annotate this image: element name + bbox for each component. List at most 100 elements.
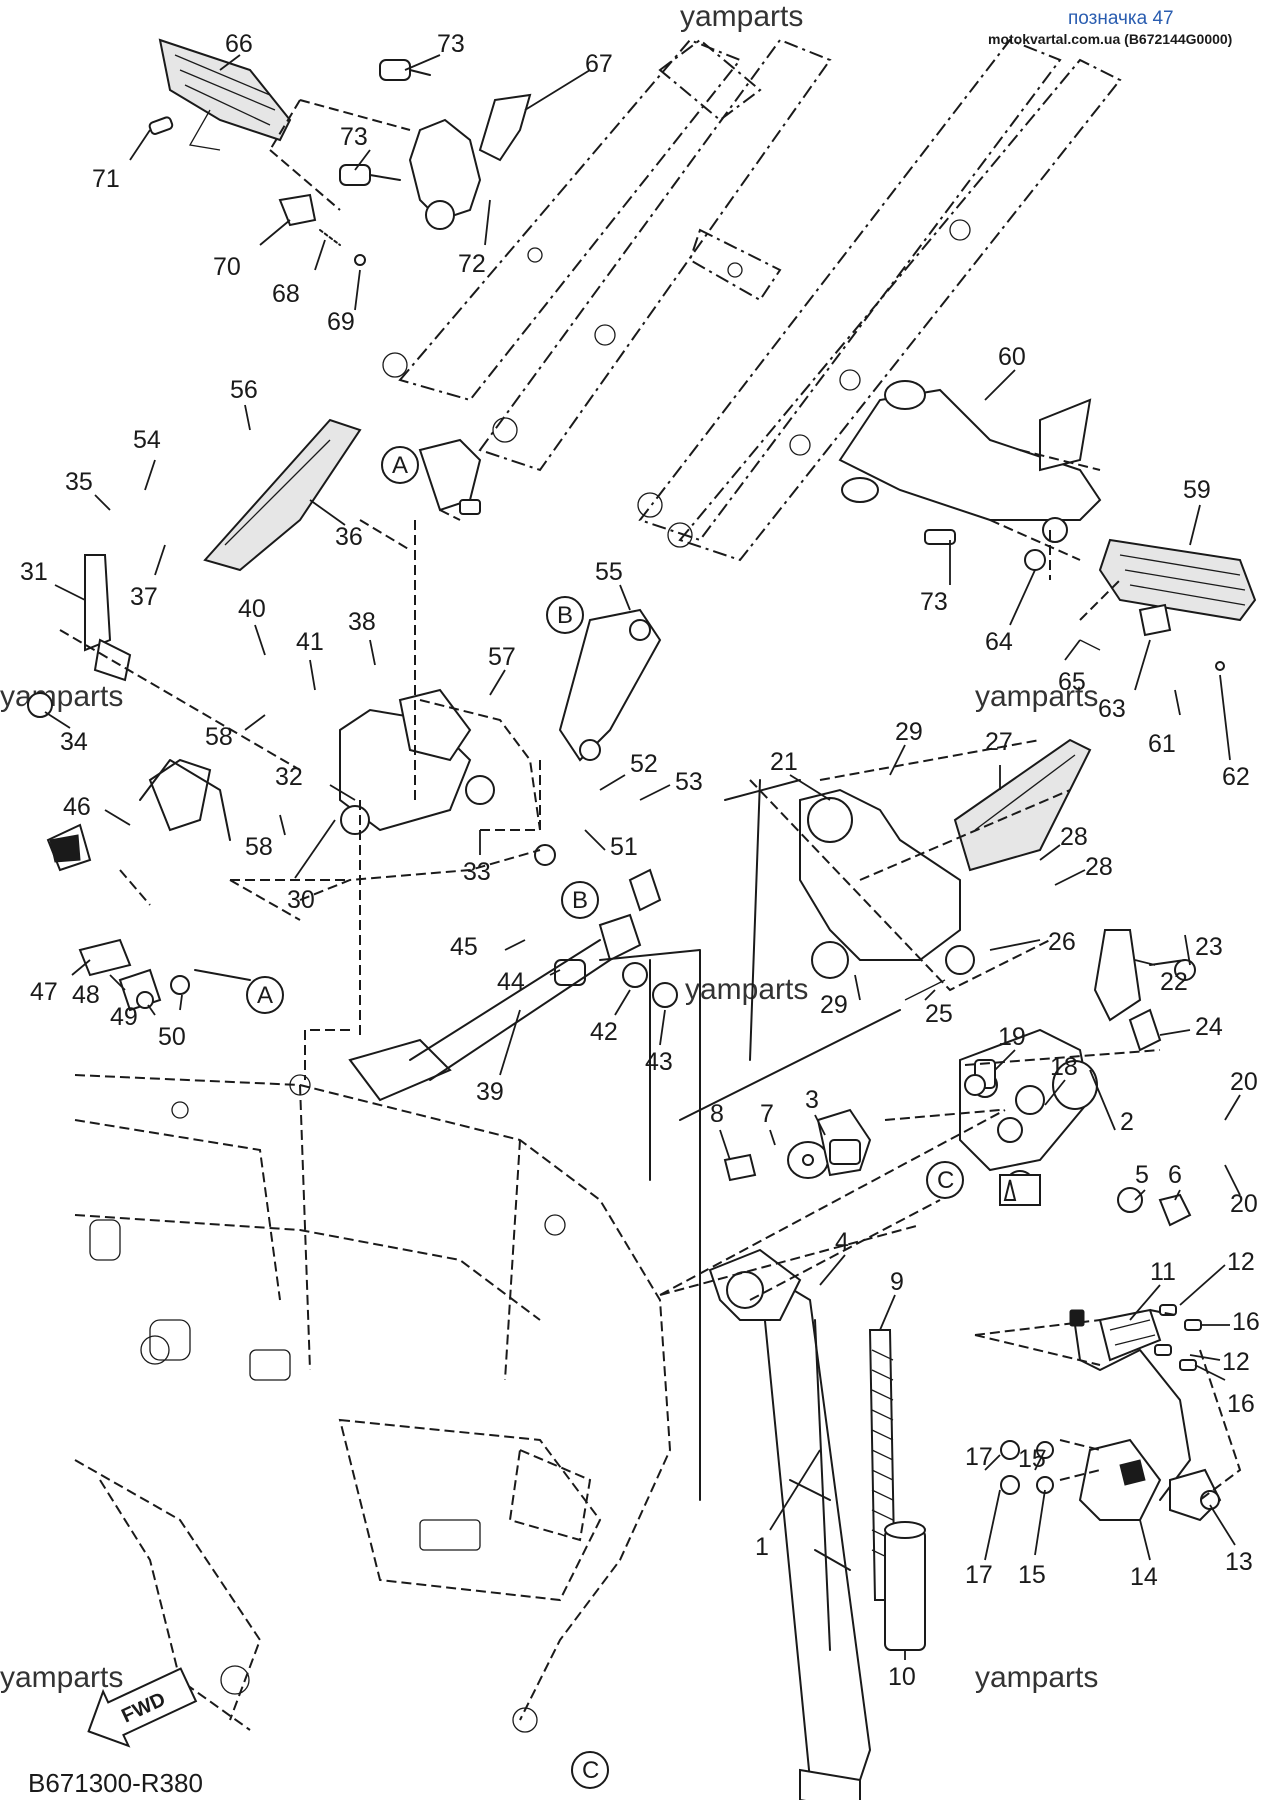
- callout-46: 46: [63, 793, 91, 821]
- ref-letter-c: C: [937, 1167, 954, 1194]
- callout-40: 40: [238, 595, 266, 623]
- watermark: yamparts: [680, 0, 803, 33]
- callout-31: 31: [20, 558, 48, 586]
- callout-7: 7: [760, 1100, 774, 1128]
- callout-22: 22: [1160, 968, 1188, 996]
- callout-44: 44: [497, 968, 525, 996]
- callout-62: 62: [1222, 763, 1250, 791]
- callout-66: 66: [225, 30, 253, 58]
- callout-35: 35: [65, 468, 93, 496]
- callout-32: 32: [275, 763, 303, 791]
- callout-53: 53: [675, 768, 703, 796]
- callout-34: 34: [60, 728, 88, 756]
- callout-37: 37: [130, 583, 158, 611]
- callout-70: 70: [213, 253, 241, 281]
- callout-14: 14: [1130, 1563, 1158, 1591]
- callout-45: 45: [450, 933, 478, 961]
- callout-73b: 73: [340, 123, 368, 151]
- callout-12: 12: [1227, 1248, 1255, 1276]
- callout-72: 72: [458, 250, 486, 278]
- callout-26: 26: [1048, 928, 1076, 956]
- callout-21: 21: [770, 748, 798, 776]
- reference-markers: A A B B C C: [246, 446, 964, 1789]
- ref-letter-c: C: [582, 1757, 599, 1784]
- callout-73c: 73: [920, 588, 948, 616]
- callout-57: 57: [488, 643, 516, 671]
- callout-6: 6: [1168, 1161, 1182, 1189]
- callout-15b: 15: [1018, 1561, 1046, 1589]
- header-title: позначка 47: [1068, 8, 1174, 29]
- callout-12b: 12: [1222, 1348, 1250, 1376]
- callout-55: 55: [595, 558, 623, 586]
- callout-59: 59: [1183, 476, 1211, 504]
- callout-27: 27: [985, 728, 1013, 756]
- sidestand-switch: [974, 1304, 1242, 1522]
- callout-65: 65: [1058, 668, 1086, 696]
- footrest-bracket-right: [749, 738, 1196, 1052]
- callout-41: 41: [296, 628, 324, 656]
- diagram-code: B671300-R380: [28, 1768, 203, 1798]
- callout-33: 33: [463, 858, 491, 886]
- callout-58b: 58: [245, 833, 273, 861]
- ref-letter-b: B: [557, 602, 573, 629]
- callout-64: 64: [985, 628, 1013, 656]
- callout-38: 38: [348, 608, 376, 636]
- callout-36: 36: [335, 523, 363, 551]
- callout-56: 56: [230, 376, 258, 404]
- callout-16: 16: [1232, 1308, 1260, 1336]
- callout-68: 68: [272, 280, 300, 308]
- callout-18: 18: [1050, 1053, 1078, 1081]
- rear-footrest-left: [148, 38, 532, 266]
- footrest-bracket-left: [27, 418, 678, 1102]
- callout-23: 23: [1195, 933, 1223, 961]
- ref-letter-a: A: [392, 452, 408, 479]
- watermark: yamparts: [685, 973, 808, 1006]
- callout-17: 17: [965, 1443, 993, 1471]
- rear-subframe: [382, 38, 1122, 562]
- callout-3: 3: [805, 1086, 819, 1114]
- assembly-lines: [599, 779, 901, 1501]
- callout-54: 54: [133, 426, 161, 454]
- callout-9: 9: [890, 1268, 904, 1296]
- callout-48: 48: [72, 981, 100, 1009]
- callout-11: 11: [1150, 1258, 1176, 1286]
- callout-49: 49: [110, 1003, 138, 1031]
- callout-1: 1: [755, 1533, 769, 1561]
- callout-30: 30: [287, 886, 315, 914]
- callout-13: 13: [1225, 1548, 1253, 1576]
- ref-letter-a: A: [257, 982, 273, 1009]
- callout-20: 20: [1230, 1068, 1258, 1096]
- callout-42: 42: [590, 1018, 618, 1046]
- callout-20b: 20: [1230, 1190, 1258, 1218]
- callout-39: 39: [476, 1078, 504, 1106]
- watermark: yamparts: [0, 680, 123, 713]
- callout-73: 73: [437, 30, 465, 58]
- callout-58: 58: [205, 723, 233, 751]
- callout-29: 29: [895, 718, 923, 746]
- header-site: motokvartal.com.ua (B672144G0000): [988, 31, 1232, 47]
- callout-19: 19: [998, 1023, 1026, 1051]
- callout-61: 61: [1148, 730, 1176, 758]
- callout-2: 2: [1120, 1108, 1134, 1136]
- rear-footrest-right: [838, 380, 1257, 671]
- callout-24: 24: [1195, 1013, 1223, 1041]
- callout-60: 60: [998, 343, 1026, 371]
- callout-10: 10: [888, 1663, 916, 1691]
- callout-51: 51: [610, 833, 638, 861]
- callout-52: 52: [630, 750, 658, 778]
- watermark: yamparts: [0, 1661, 123, 1694]
- callout-50: 50: [158, 1023, 186, 1051]
- callout-29b: 29: [820, 991, 848, 1019]
- callouts: 1 2 3 4 5 6 7 8 9 10 11 12 12 13 14 15 1…: [20, 30, 1260, 1691]
- callout-47: 47: [30, 978, 58, 1006]
- watermark: yamparts: [975, 680, 1098, 713]
- callout-25: 25: [925, 1000, 953, 1028]
- callout-17b: 17: [965, 1561, 993, 1589]
- sidestand-assembly: [659, 1028, 1192, 1800]
- callout-15: 15: [1018, 1445, 1046, 1473]
- callout-63: 63: [1098, 695, 1126, 723]
- watermark: yamparts: [975, 1661, 1098, 1694]
- main-frame: [74, 1074, 672, 1733]
- callout-43: 43: [645, 1048, 673, 1076]
